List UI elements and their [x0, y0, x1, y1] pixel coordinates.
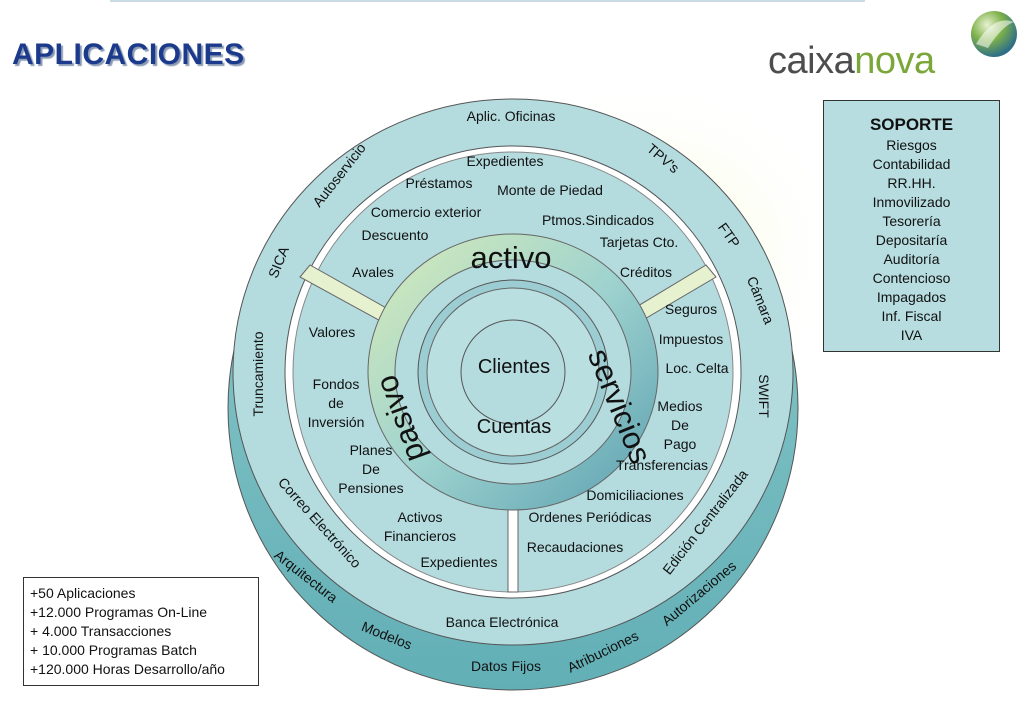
servicios-medios-line3: Pago [664, 436, 697, 452]
activo-ptmos: Ptmos.Sindicados [542, 212, 654, 228]
soporte-item: IVA [900, 327, 923, 343]
soporte-item: Tesorería [882, 213, 941, 229]
soporte-box: SOPORTE Riesgos Contabilidad RR.HH. Inmo… [823, 100, 1000, 352]
center-bottom-label: Cuentas [477, 416, 552, 438]
servicios-domiciliaciones: Domiciliaciones [586, 487, 683, 503]
pasivo-expedientes: Expedientes [420, 554, 497, 570]
activo-comercio: Comercio exterior [371, 204, 482, 220]
soporte-item: Depositaría [875, 232, 948, 248]
stats-item: + 10.000 Programas Batch [30, 642, 197, 658]
stats-item: +12.000 Programas On-Line [30, 604, 208, 620]
caixanova-logo: caixanova [768, 4, 1020, 84]
soporte-item: Inmovilizado [872, 194, 951, 210]
soporte-item: Riesgos [886, 137, 937, 153]
logo-text-accent: nova [854, 40, 935, 82]
servicios-recaudaciones: Recaudaciones [527, 539, 624, 555]
center-top-label: Clientes [478, 356, 550, 378]
outer-label-truncamiento: Truncamiento [250, 331, 266, 416]
pasivo-activos-line2: Financieros [384, 528, 456, 544]
activo-creditos: Créditos [620, 264, 672, 280]
activo-expedientes: Expedientes [466, 153, 543, 169]
logo-sphere-icon [971, 11, 1017, 57]
stats-item: + 4.000 Transacciones [30, 623, 172, 639]
base-label-datos-fijos: Datos Fijos [471, 658, 541, 674]
outer-label-aplic-oficinas: Aplic. Oficinas [467, 108, 556, 124]
servicios-medios-line1: Medios [657, 398, 702, 414]
servicios-loc-celta: Loc. Celta [665, 360, 728, 376]
center-circle [460, 319, 566, 425]
outer-label-swift: SWIFT [756, 374, 772, 418]
activo-avales: Avales [352, 264, 394, 280]
activo-tarjetas: Tarjetas Cto. [600, 234, 679, 250]
servicios-transferencias: Transferencias [616, 457, 708, 473]
logo-text-main: caixa [768, 40, 855, 82]
activo-descuento: Descuento [362, 227, 429, 243]
activo-monte: Monte de Piedad [497, 182, 603, 198]
ring-label-activo: activo [471, 240, 552, 275]
pasivo-valores: Valores [309, 324, 355, 340]
soporte-heading: SOPORTE [869, 115, 954, 134]
page-title: APLICACIONES [12, 38, 245, 71]
pasivo-activos-line1: Activos [397, 509, 442, 525]
soporte-item: RR.HH. [887, 175, 936, 191]
servicios-seguros: Seguros [665, 301, 717, 317]
stats-item: +50 Aplicaciones [30, 585, 136, 601]
pasivo-fondos-line2: de [328, 395, 344, 411]
pasivo-fondos-line3: Inversión [308, 414, 365, 430]
soporte-item: Contencioso [872, 270, 951, 286]
pasivo-planes-line1: Planes [350, 442, 393, 458]
servicios-impuestos: Impuestos [659, 331, 724, 347]
soporte-item: Inf. Fiscal [881, 308, 942, 324]
pasivo-planes-line3: Pensiones [338, 480, 403, 496]
servicios-ordenes: Ordenes Periódicas [529, 509, 652, 525]
soporte-item: Impagados [876, 289, 947, 305]
activo-prestamos: Préstamos [406, 175, 473, 191]
top-rule [110, 0, 865, 2]
stats-box: +50 Aplicaciones +12.000 Programas On-Li… [23, 577, 259, 686]
logo-wordmark: caixanova [768, 40, 935, 83]
outer-label-banca: Banca Electrónica [446, 614, 559, 630]
soporte-item: Contabilidad [872, 156, 951, 172]
pasivo-fondos-line1: Fondos [313, 376, 360, 392]
soporte-item: Auditoría [883, 251, 940, 267]
stats-item: +120.000 Horas Desarrollo/año [30, 661, 225, 677]
servicios-medios-line2: De [671, 417, 689, 433]
pasivo-planes-line2: De [362, 461, 380, 477]
